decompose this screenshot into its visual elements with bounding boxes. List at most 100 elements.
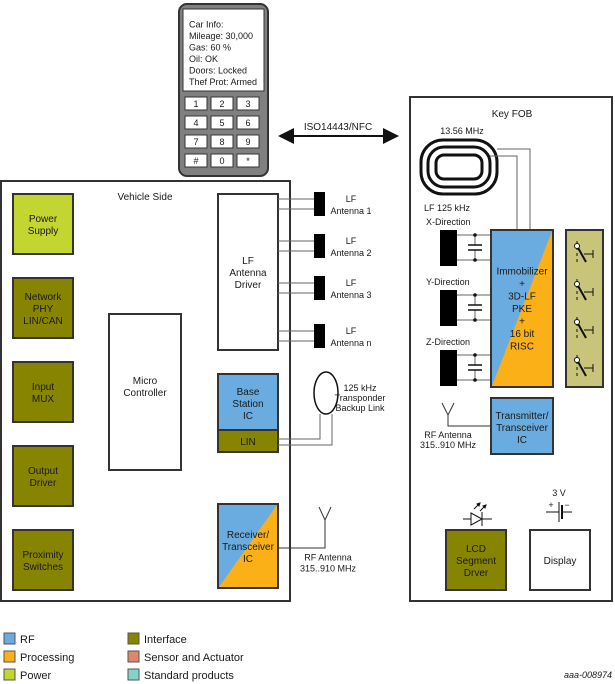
base-station-ic xyxy=(217,373,279,431)
keypad-key-label: # xyxy=(193,156,198,166)
backup-link-label: Transponder xyxy=(335,393,386,403)
phone-screen-line: Mileage: 30,000 xyxy=(189,31,253,41)
keypad-key-label: 2 xyxy=(219,99,224,109)
phone-screen-line: Car Info: xyxy=(189,19,224,29)
lf-antenna-coil-icon xyxy=(314,234,325,258)
button-switch-panel xyxy=(565,229,604,388)
keypad-key-label: 6 xyxy=(245,118,250,128)
block-label: PHY xyxy=(33,304,54,315)
phone-screen-line: Oil: OK xyxy=(189,54,218,64)
nfc-frequency-label: 13.56 MHz xyxy=(440,126,484,136)
coil-icon xyxy=(440,230,457,266)
block-label: Input xyxy=(32,382,54,393)
lf-antenna-label-line2: Antenna n xyxy=(330,338,371,348)
keypad-key[interactable]: 7 xyxy=(184,134,208,149)
nfc-link-label: ISO14443/NFC xyxy=(304,122,372,133)
legend-swatch xyxy=(3,668,16,681)
lf-antenna-label-line2: Antenna 1 xyxy=(330,206,371,216)
display-block: Display xyxy=(529,529,591,591)
block-label: Supply xyxy=(28,226,59,237)
reference-id: aaa-008974 xyxy=(564,670,612,680)
legend-swatch xyxy=(3,632,16,645)
phone-screen-line: Thef Prot: Armed xyxy=(189,77,257,87)
push-switch-icon xyxy=(574,355,594,378)
direction-label: Y-Direction xyxy=(426,277,470,287)
transmitter-label: IC xyxy=(517,435,527,446)
keypad-key[interactable]: 0 xyxy=(210,153,234,168)
lf-coil-y-direction: Y-Direction xyxy=(426,277,491,326)
lf-antenna: LF Antenna n xyxy=(278,324,372,348)
keypad-key[interactable]: 1 xyxy=(184,96,208,111)
transmitter-label: Transmitter/ xyxy=(496,411,549,422)
immobilizer-label: + xyxy=(519,279,525,290)
nfc-coil-icon xyxy=(419,138,531,231)
legend-item-sensor: Sensor and Actuator xyxy=(127,650,244,664)
block-label: Network xyxy=(25,292,63,303)
vehicle-left-blocks: PowerSupplyNetworkPHYLIN/CANInputMUXOutp… xyxy=(12,193,74,591)
block-label: MUX xyxy=(32,394,55,405)
legend-item-interface: Interface xyxy=(127,632,187,646)
receiver-label: Receiver/ xyxy=(227,530,269,541)
keypad-key-label: * xyxy=(246,156,250,166)
base-station-label: Base xyxy=(237,387,260,398)
push-switch-icon xyxy=(574,279,594,302)
keypad-key[interactable]: 9 xyxy=(236,134,260,149)
coil-icon xyxy=(313,371,339,415)
direction-label: X-Direction xyxy=(426,217,471,227)
lcd-driver-label: Drver xyxy=(464,568,489,579)
keypad-key-label: 7 xyxy=(193,137,198,147)
keypad-key[interactable]: * xyxy=(236,153,260,168)
block-label: LIN/CAN xyxy=(23,316,62,327)
coil-icon xyxy=(440,350,457,386)
keypad-key[interactable]: 4 xyxy=(184,115,208,130)
lf-antenna-label-line1: LF xyxy=(346,326,357,336)
rf-antenna-label: 315..910 MHz xyxy=(420,440,477,450)
immobilizer-label: + xyxy=(519,317,525,328)
phone-screen-line: Gas: 60 % xyxy=(189,42,231,52)
lcd-driver-label: Segment xyxy=(456,556,496,567)
lin-block xyxy=(217,429,279,453)
coil-icon xyxy=(440,290,457,326)
battery-minus-sign: − xyxy=(564,500,569,510)
lin-label: LIN xyxy=(240,437,256,448)
lf-driver-label: Driver xyxy=(235,280,262,291)
legend-label: Standard products xyxy=(144,670,234,682)
phone-screen-line: Doors: Locked xyxy=(189,65,247,75)
immobilizer-label: Immobilizer xyxy=(496,267,548,278)
legend-label: Processing xyxy=(20,652,74,664)
lf-coil-x-direction: X-Direction xyxy=(426,217,491,266)
block-label: Switches xyxy=(23,562,63,573)
keypad-key[interactable]: # xyxy=(184,153,208,168)
legend-swatch xyxy=(127,650,140,663)
receiver-label: Transceiver xyxy=(222,542,275,553)
lf-antenna-label-line2: Antenna 2 xyxy=(330,248,371,258)
lf-antenna-coil-icon xyxy=(314,192,325,216)
keypad-key-label: 5 xyxy=(219,118,224,128)
lf-driver-label: LF xyxy=(242,256,254,267)
legend-label: RF xyxy=(20,634,35,646)
push-switch-icon xyxy=(574,317,594,340)
keypad-key[interactable]: 5 xyxy=(210,115,234,130)
battery-icon xyxy=(546,502,572,522)
legend-item-power: Power xyxy=(3,668,52,682)
keypad-key[interactable]: 6 xyxy=(236,115,260,130)
receiver-label: IC xyxy=(243,554,253,565)
keypad-key[interactable]: 8 xyxy=(210,134,234,149)
antenna-icon xyxy=(441,402,491,427)
nfc-link: ISO14443/NFC xyxy=(278,122,399,144)
lf-antenna-coil-icon xyxy=(314,324,325,348)
keypad-key[interactable]: 2 xyxy=(210,96,234,111)
keypad-key[interactable]: 3 xyxy=(236,96,260,111)
